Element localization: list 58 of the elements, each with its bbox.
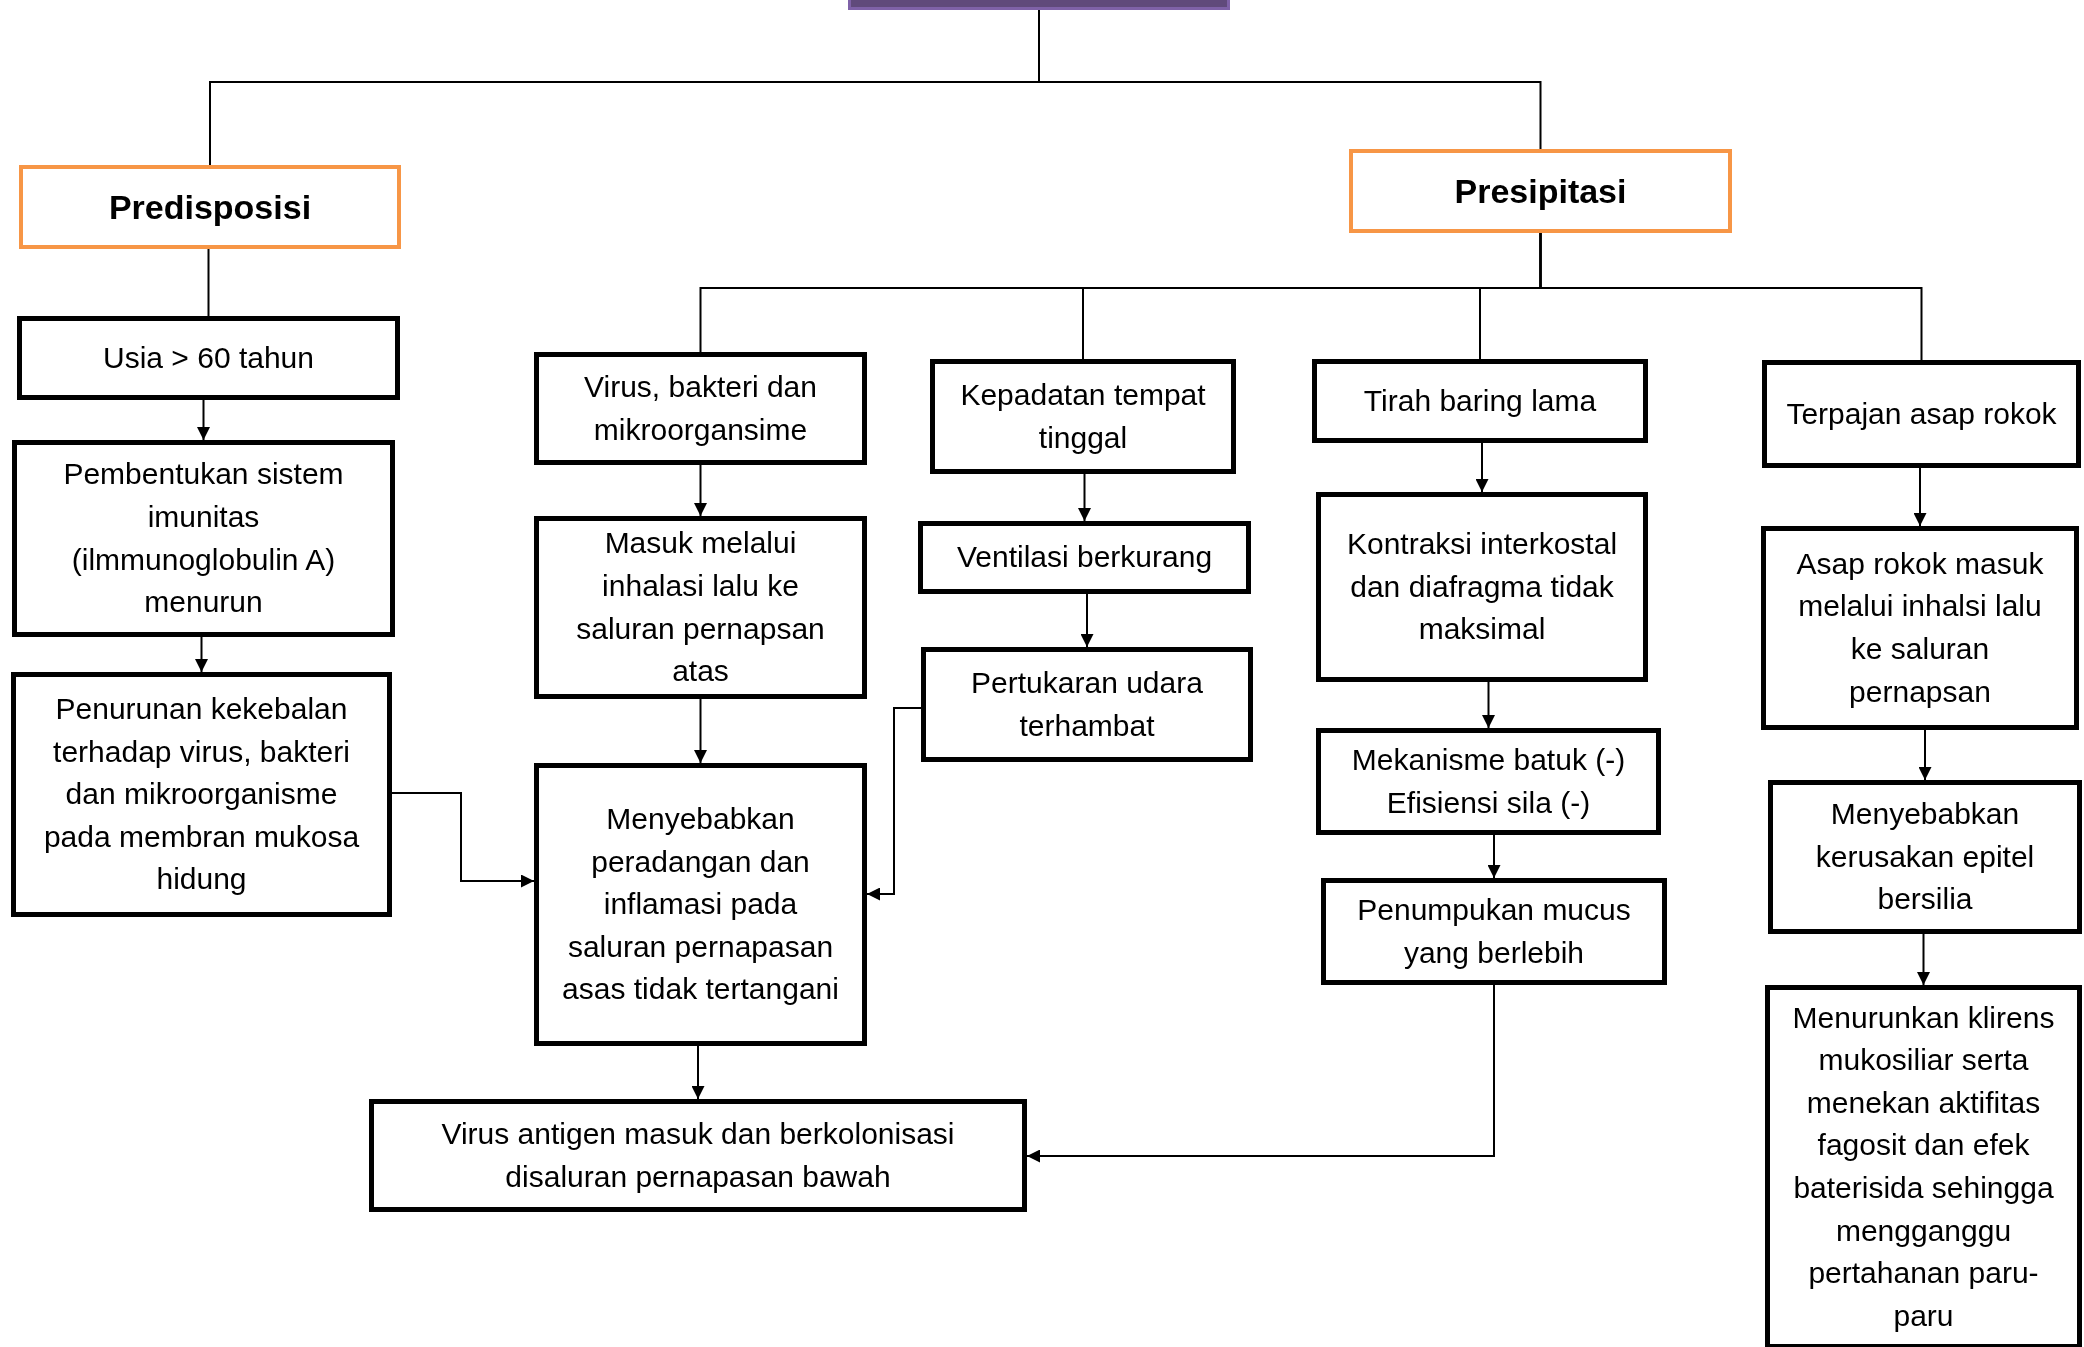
process-box	[1316, 728, 1661, 835]
arrow	[1078, 473, 1091, 522]
arrow	[1475, 442, 1489, 493]
box-text: Virus antigen masuk dan berkolonisasi disaluran pernapasan bawah	[440, 1115, 956, 1195]
box-text: Mekanisme batuk (-) Efisiensi sila (-)	[1350, 741, 1627, 821]
process-box	[1321, 878, 1667, 985]
category-label: Presipitasi	[1454, 170, 1627, 212]
category-box	[1349, 149, 1732, 233]
arrow	[694, 464, 707, 517]
box-text: Menurunkan klirens mukosiliar serta menekan aktifitas fagosit dan efek baterisida sehingga mengganggu pertahanan paru-paru	[1791, 999, 2056, 1334]
process-box	[1761, 526, 2079, 730]
arrow	[1917, 933, 1930, 986]
arrow	[694, 698, 707, 764]
arrow	[866, 707, 922, 901]
category-box	[19, 165, 401, 249]
box-text: Usia > 60 tahun	[103, 339, 314, 376]
process-box	[17, 316, 400, 400]
process-box	[534, 352, 867, 465]
box-text: Ventilasi berkurang	[956, 539, 1213, 576]
box-text: Kontraksi interkostal dan diafragma tidak maksimal	[1345, 526, 1619, 648]
box-text: Menyebabkan peradangan dan inflamasi pada saluran pernapasan asas tidak tertangani	[561, 801, 840, 1008]
box-text: Pertukaran udara terhambat	[970, 664, 1204, 744]
box-text: Kepadatan tempat tinggal	[959, 376, 1207, 456]
process-box	[11, 672, 392, 917]
process-box	[930, 359, 1236, 474]
process-box	[12, 440, 395, 637]
box-text: Tirah baring lama	[1363, 382, 1597, 419]
process-box	[534, 763, 867, 1046]
box-text: Penurunan kekebalan terhadap virus, bakteri dan mikroorganisme pada membran mukosa hidung	[42, 691, 361, 898]
connector-line	[1539, 232, 1923, 361]
box-text: Pembentukan sistem imunitas (ilmmunoglobulin A) menurun	[62, 456, 345, 621]
process-box	[369, 1099, 1027, 1212]
category-label: Predisposisi	[108, 186, 312, 228]
arrow	[197, 399, 210, 441]
arrow	[1482, 681, 1495, 729]
process-box	[1765, 985, 2082, 1347]
arrow	[195, 636, 208, 673]
arrow	[1918, 729, 1932, 781]
process-box	[1316, 492, 1648, 682]
arrow	[391, 792, 535, 888]
process-box	[1762, 360, 2081, 468]
process-box	[918, 521, 1251, 594]
box-text: Virus, bakteri dan mikroorgansime	[583, 368, 818, 448]
box-text: Asap rokok masuk melalui inhalsi lalu ke saluran pernapsan	[1795, 545, 2045, 710]
box-text: Menyebabkan kerusakan epitel bersilia	[1814, 796, 2036, 918]
arrow	[691, 1045, 705, 1100]
box-text: Masuk melalui inhalasi lalu ke saluran pernapsan atas	[575, 525, 826, 690]
box-text: Penumpukan mucus yang berlebih	[1356, 891, 1632, 971]
process-box	[1312, 359, 1648, 443]
arrow	[1026, 984, 1495, 1163]
process-box	[1768, 780, 2082, 934]
arrow	[1080, 593, 1094, 648]
process-box	[534, 516, 867, 699]
connector-line	[207, 248, 210, 317]
arrow	[1487, 834, 1501, 879]
arrow	[1913, 467, 1927, 527]
box-text: Terpajan asap rokok	[1786, 395, 2057, 432]
process-box	[921, 647, 1253, 762]
